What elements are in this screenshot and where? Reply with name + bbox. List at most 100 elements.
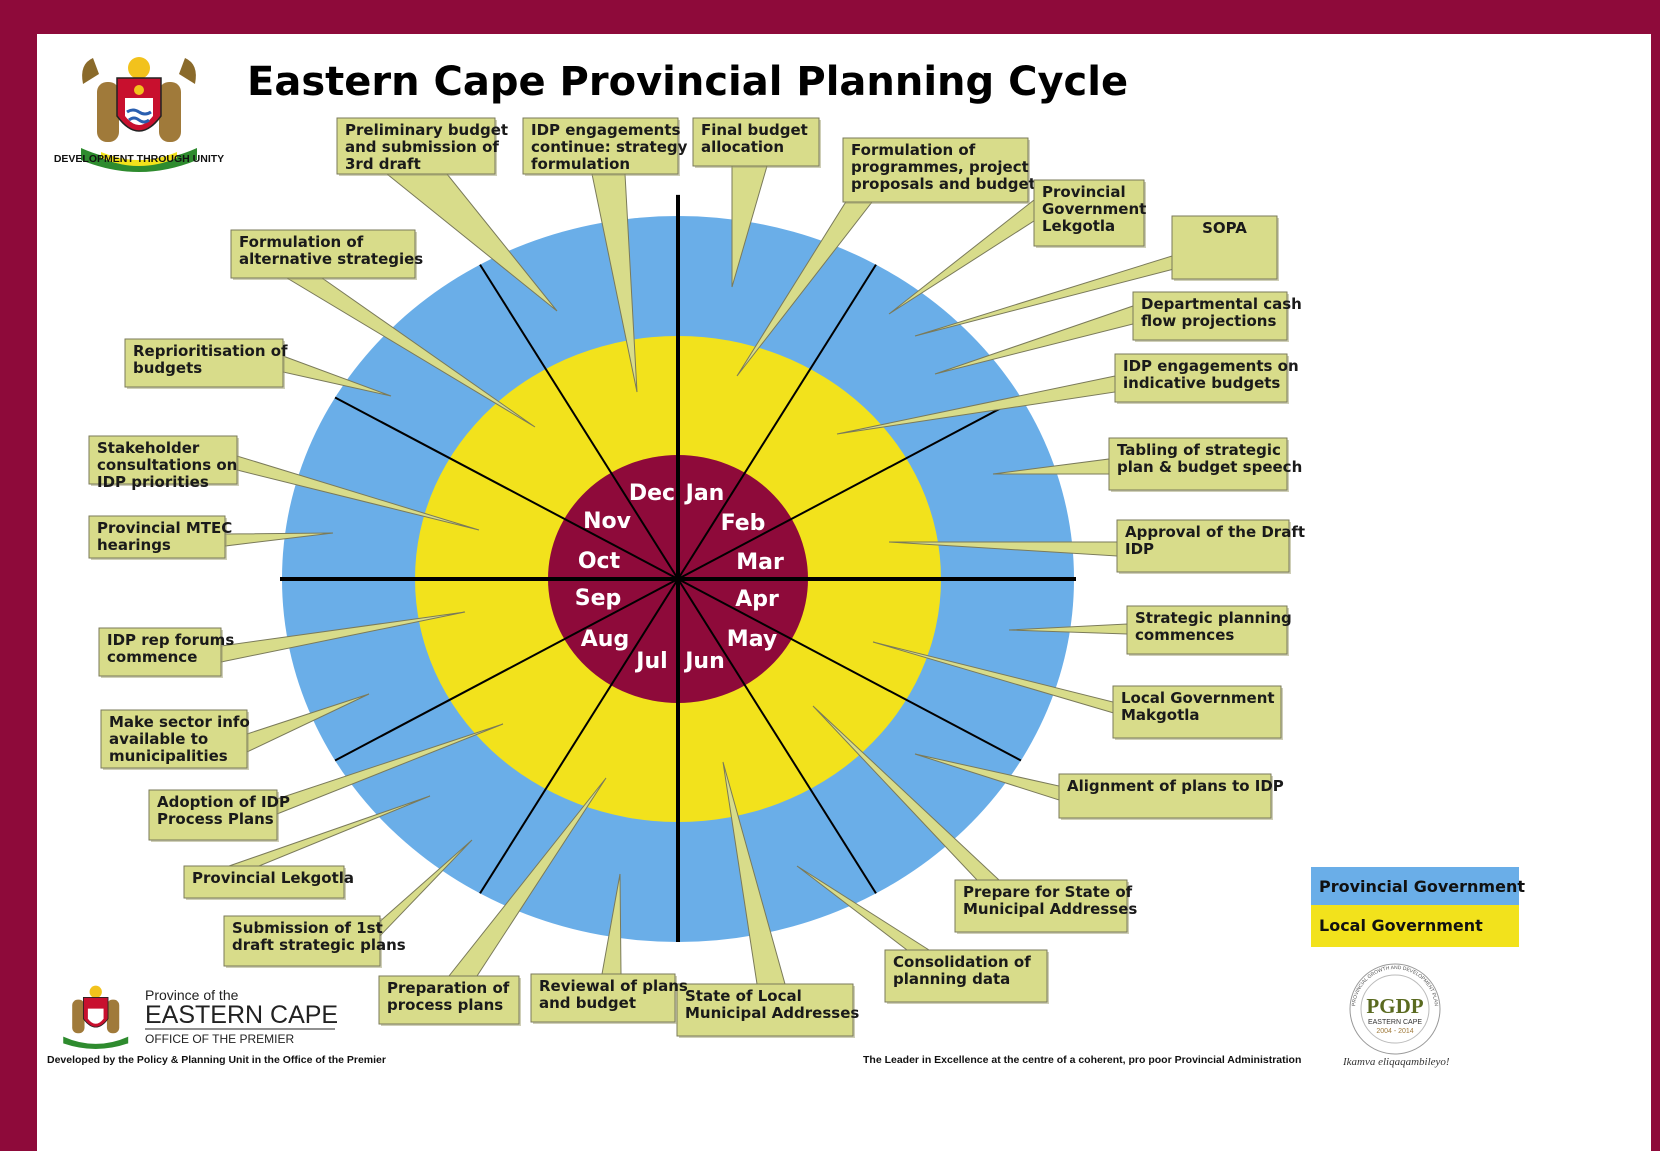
- callout-text: Lekgotla: [1042, 217, 1115, 235]
- callout-text: Submission of 1st: [232, 919, 383, 937]
- callout-box: [522, 117, 679, 175]
- callout-text: Consolidation of: [893, 953, 1031, 971]
- callout-text: proposals and budgets: [851, 175, 1045, 193]
- poster: Eastern Cape Provincial Planning Cycle J…: [37, 34, 1651, 1151]
- callout-text: and submission of: [345, 138, 499, 156]
- callout-text: Municipal Addresses: [963, 900, 1137, 918]
- callout-text: consultations on: [97, 456, 237, 474]
- planning-cycle-diagram: Eastern Cape Provincial Planning Cycle J…: [47, 57, 1525, 1068]
- callout-text: Alignment of plans to IDP: [1067, 777, 1284, 795]
- callout-text: Provincial Lekgotla: [192, 869, 354, 887]
- month-label: Jul: [634, 649, 667, 674]
- month-label: Jan: [684, 481, 725, 506]
- callout-text: IDP engagements on: [1123, 357, 1299, 375]
- callout-box: [884, 949, 1048, 1003]
- callout-box: [100, 709, 248, 769]
- month-label: Sep: [575, 586, 622, 611]
- page-title: Eastern Cape Provincial Planning Cycle: [247, 59, 1128, 105]
- callout-text: Strategic planning: [1135, 609, 1292, 627]
- callout-box: [1112, 685, 1282, 739]
- callout-text: flow projections: [1141, 312, 1276, 330]
- callout-box: [98, 627, 222, 677]
- callout-text: process plans: [387, 996, 503, 1014]
- pgdp-logo: PROVINCIAL GROWTH AND DEVELOPMENT PLAN P…: [1349, 963, 1441, 1055]
- footer-left-text: Developed by the Policy & Planning Unit …: [47, 1054, 386, 1066]
- callout-box: [1058, 773, 1272, 819]
- month-label: Mar: [736, 550, 784, 575]
- callout-text: Local Government: [1121, 689, 1275, 707]
- callout-text: IDP engagements: [531, 121, 681, 139]
- callout-box: [1114, 353, 1288, 403]
- callout-box: [842, 137, 1029, 203]
- callout-text: SOPA: [1202, 219, 1247, 237]
- legend-provincial-swatch: [1311, 867, 1519, 905]
- logo-line-province: Province of the: [145, 987, 239, 1003]
- callout-text: municipalities: [109, 747, 228, 765]
- callout-box: [223, 915, 381, 967]
- coat-of-arms-logo: DEVELOPMENT THROUGH UNITY: [54, 57, 224, 172]
- pgdp-abbr: PGDP: [1366, 994, 1423, 1018]
- spoke-line: [677, 396, 1022, 580]
- month-label: Jun: [683, 649, 725, 674]
- callout-box: [954, 879, 1128, 933]
- callout-text: Final budget: [701, 121, 808, 139]
- callout-text: Adoption of IDP: [157, 793, 290, 811]
- month-label: Dec: [629, 481, 675, 506]
- callout-text: Prepare for State of: [963, 883, 1133, 901]
- callout-text: continue: strategy: [531, 138, 688, 156]
- coat-of-arms-motto: DEVELOPMENT THROUGH UNITY: [54, 153, 224, 165]
- callout-text: available to: [109, 730, 208, 748]
- callout-box: [124, 338, 284, 388]
- callout-box: [1126, 605, 1288, 655]
- callout-box: [692, 117, 820, 167]
- month-label: Nov: [583, 509, 632, 534]
- callout-text: IDP: [1125, 540, 1154, 558]
- spoke-line: [677, 578, 877, 894]
- callout-pointer: [888, 199, 1038, 315]
- footer-right-text: The Leader in Excellence at the centre o…: [863, 1054, 1301, 1066]
- spoke-line: [334, 396, 679, 580]
- month-label: Feb: [721, 511, 766, 536]
- spokes: [280, 194, 1076, 942]
- callout-text: formulation: [531, 155, 630, 173]
- callout-text: hearings: [97, 536, 171, 554]
- month-label: May: [727, 627, 777, 652]
- callout-text: Provincial: [1042, 183, 1126, 201]
- callout-text: budgets: [133, 359, 202, 377]
- callout-text: and budget: [539, 994, 636, 1012]
- callout-text: Departmental cash: [1141, 295, 1302, 313]
- legend-local-label: Local Government: [1319, 916, 1483, 935]
- callout-text: Approval of the Draft: [1125, 523, 1305, 541]
- callout-text: Government: [1042, 200, 1146, 218]
- month-label: Aug: [581, 627, 629, 652]
- callout-text: Preparation of: [387, 979, 510, 997]
- callout-text: indicative budgets: [1123, 374, 1280, 392]
- callout-text: Reviewal of plans: [539, 977, 688, 995]
- callout-box: [378, 975, 520, 1025]
- pgdp-name: EASTERN CAPE: [1368, 1019, 1422, 1026]
- premier-office-logo: Province of the EASTERN CAPE OFFICE OF T…: [59, 982, 338, 1050]
- callout-box: [183, 865, 345, 899]
- callout-text: State of Local: [685, 987, 802, 1005]
- callout-box: [148, 789, 278, 841]
- callout-box: [336, 117, 496, 175]
